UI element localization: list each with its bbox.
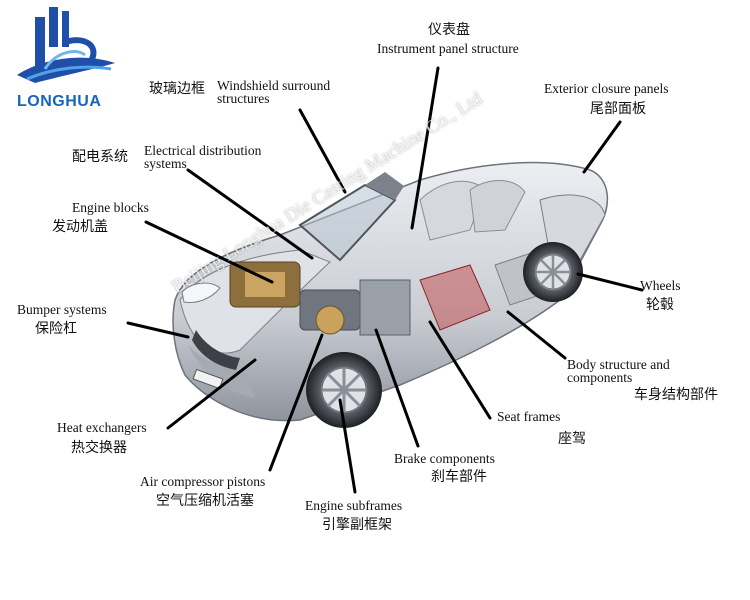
leader-windshield (298, 108, 347, 194)
label-windshield-cn: 玻璃边框 (149, 81, 205, 97)
label-windshield-en1: Windshield surround (217, 78, 331, 93)
label-seat-frames-cn: 座驾 (558, 431, 586, 447)
leader-seat-frames (428, 320, 492, 420)
label-body-structure-en2: components (567, 370, 633, 385)
label-bumper-cn: 保险杠 (35, 321, 77, 337)
leader-exterior-closure (582, 120, 622, 174)
label-exterior-closure-en: Exterior closure panels (544, 81, 669, 96)
logo-wordmark: LONGHUA (17, 93, 102, 110)
label-wheels-cn: 轮毂 (646, 297, 674, 313)
label-electrical-cn: 配电系统 (72, 149, 128, 165)
leader-instrument-panel (410, 66, 440, 230)
label-wheels-en: Wheels (640, 278, 681, 293)
leader-electrical (186, 168, 314, 260)
label-heat-exchangers-en: Heat exchangers (57, 420, 147, 435)
label-instrument-panel-cn: 仪表盘 (428, 22, 470, 38)
label-instrument-panel-en: Instrument panel structure (377, 41, 519, 56)
label-air-compressor-en: Air compressor pistons (140, 474, 266, 489)
label-windshield-en2: structures (217, 91, 270, 106)
label-body-structure-en1: Body structure and (567, 357, 670, 372)
leader-engine-blocks (144, 220, 274, 284)
label-electrical-en2: systems (144, 156, 187, 171)
leader-brake (374, 328, 420, 448)
leader-air-compressor (268, 333, 324, 472)
leader-heat-exchangers (166, 358, 257, 430)
label-heat-exchangers-cn: 热交换器 (71, 440, 127, 456)
label-air-compressor-cn: 空气压缩机活塞 (156, 493, 254, 509)
longhua-logo-icon (17, 7, 115, 83)
label-engine-subframes-cn: 引擎副框架 (322, 517, 392, 533)
label-brake-en: Brake components (394, 451, 495, 466)
label-body-structure-cn: 车身结构部件 (634, 387, 718, 403)
leader-wheels (576, 272, 644, 292)
leader-body-structure (506, 310, 567, 360)
label-brake-cn: 刹车部件 (431, 469, 487, 485)
label-seat-frames-en: Seat frames (497, 409, 561, 424)
label-bumper-en: Bumper systems (17, 302, 107, 317)
label-electrical-en1: Electrical distribution (144, 143, 262, 158)
label-engine-blocks-en: Engine blocks (72, 200, 149, 215)
leader-engine-subframes (338, 398, 357, 494)
label-exterior-closure-cn: 尾部面板 (590, 101, 646, 117)
label-engine-subframes-en: Engine subframes (305, 498, 403, 513)
label-engine-blocks-cn: 发动机盖 (52, 219, 108, 235)
leader-bumper (126, 321, 190, 339)
